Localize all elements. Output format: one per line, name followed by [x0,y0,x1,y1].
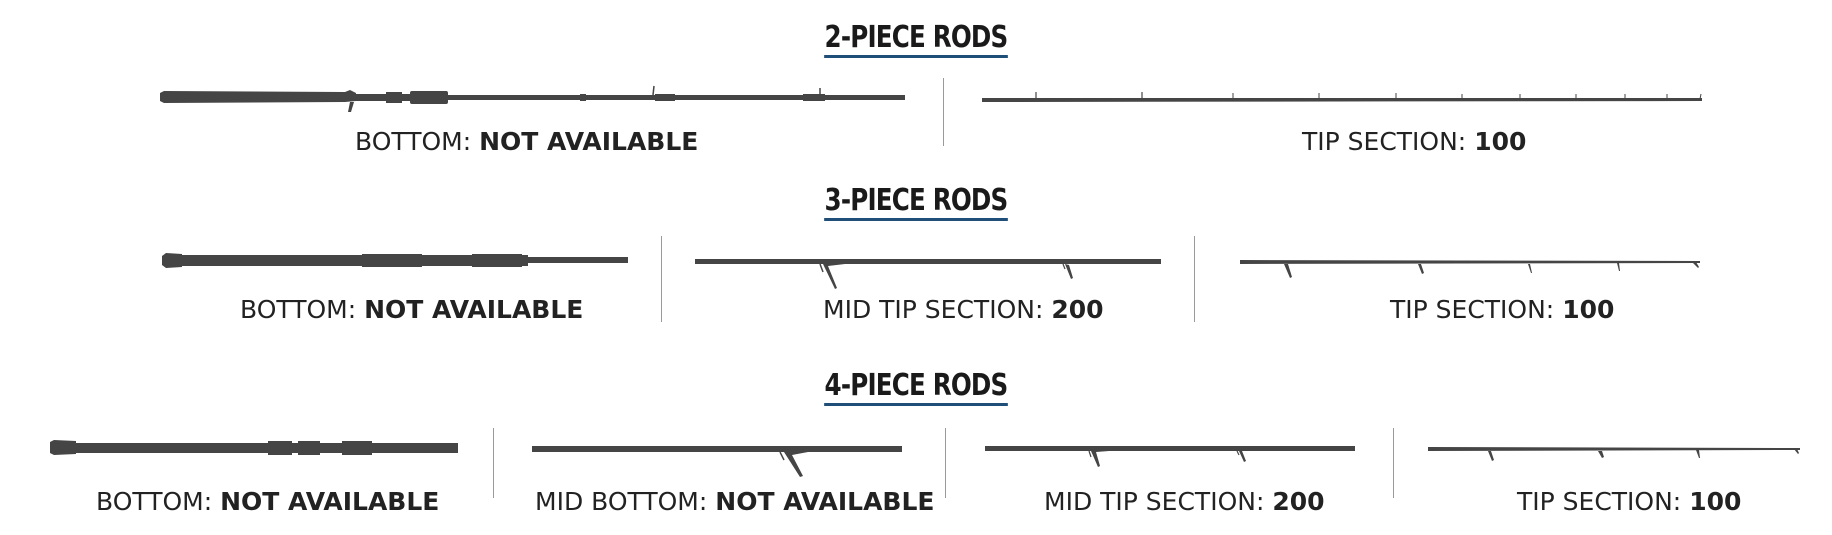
rod-4pc-tip-prefix: TIP SECTION: [1517,487,1682,516]
divider-4pc-3 [1393,428,1394,498]
rod-3pc-mid-tip-value: 200 [1051,295,1104,324]
divider-3pc-2 [1194,236,1195,322]
rod-2pc-bottom-image [160,85,905,112]
rod-3pc-bottom-label: BOTTOM: NOT AVAILABLE [240,295,583,324]
rod-3pc-tip-value: 100 [1562,295,1615,324]
rod-3pc-mid-tip-image [695,259,1161,289]
rod-4pc-mid-bottom-value: NOT AVAILABLE [715,487,935,516]
rod-4pc-mid-tip-value: 200 [1272,487,1325,516]
rod-3pc-bottom-value: NOT AVAILABLE [364,295,584,324]
section-title-2-piece: 2-PIECE RODS [165,20,1667,58]
rod-4pc-mid-bottom-image [532,446,902,477]
rod-2pc-tip-label: TIP SECTION: 100 [1302,127,1526,156]
rod-4pc-mid-bottom-label: MID BOTTOM: NOT AVAILABLE [535,487,935,516]
rod-4pc-mid-tip-image [985,446,1355,467]
rod-3pc-tip-image [1240,260,1700,278]
divider-3pc-1 [661,236,662,322]
rod-4pc-mid-tip-prefix: MID TIP SECTION: [1044,487,1265,516]
rod-4pc-mid-tip-label: MID TIP SECTION: 200 [1044,487,1325,516]
rod-4pc-mid-bottom-prefix: MID BOTTOM: [535,487,708,516]
section-title-3-piece: 3-PIECE RODS [165,183,1667,221]
rod-3pc-bottom-image [162,253,628,268]
rod-4pc-tip-value: 100 [1689,487,1742,516]
rod-2pc-tip-image [982,92,1702,102]
rod-2pc-bottom-value: NOT AVAILABLE [479,127,699,156]
rod-4pc-bottom-label: BOTTOM: NOT AVAILABLE [96,487,439,516]
rod-2pc-bottom-prefix: BOTTOM: [355,127,472,156]
divider-2pc-1 [943,78,944,146]
section-title-4-piece: 4-PIECE RODS [165,368,1667,406]
rod-4pc-bottom-prefix: BOTTOM: [96,487,213,516]
rod-3pc-tip-prefix: TIP SECTION: [1390,295,1555,324]
rod-2pc-tip-value: 100 [1474,127,1527,156]
section-title-4-piece-text: 4-PIECE RODS [824,370,1008,406]
divider-4pc-1 [493,428,494,498]
rod-3pc-tip-label: TIP SECTION: 100 [1390,295,1614,324]
rod-4pc-tip-image [1428,447,1800,461]
rod-2pc-bottom-label: BOTTOM: NOT AVAILABLE [355,127,698,156]
section-title-3-piece-text: 3-PIECE RODS [824,185,1008,221]
rod-2pc-tip-prefix: TIP SECTION: [1302,127,1467,156]
rod-4pc-tip-label: TIP SECTION: 100 [1517,487,1741,516]
divider-4pc-2 [945,428,946,498]
rod-4pc-bottom-image [50,440,458,455]
rod-3pc-mid-tip-prefix: MID TIP SECTION: [823,295,1044,324]
rod-4pc-bottom-value: NOT AVAILABLE [220,487,440,516]
rod-3pc-mid-tip-label: MID TIP SECTION: 200 [823,295,1104,324]
rod-3pc-bottom-prefix: BOTTOM: [240,295,357,324]
section-title-2-piece-text: 2-PIECE RODS [824,22,1008,58]
